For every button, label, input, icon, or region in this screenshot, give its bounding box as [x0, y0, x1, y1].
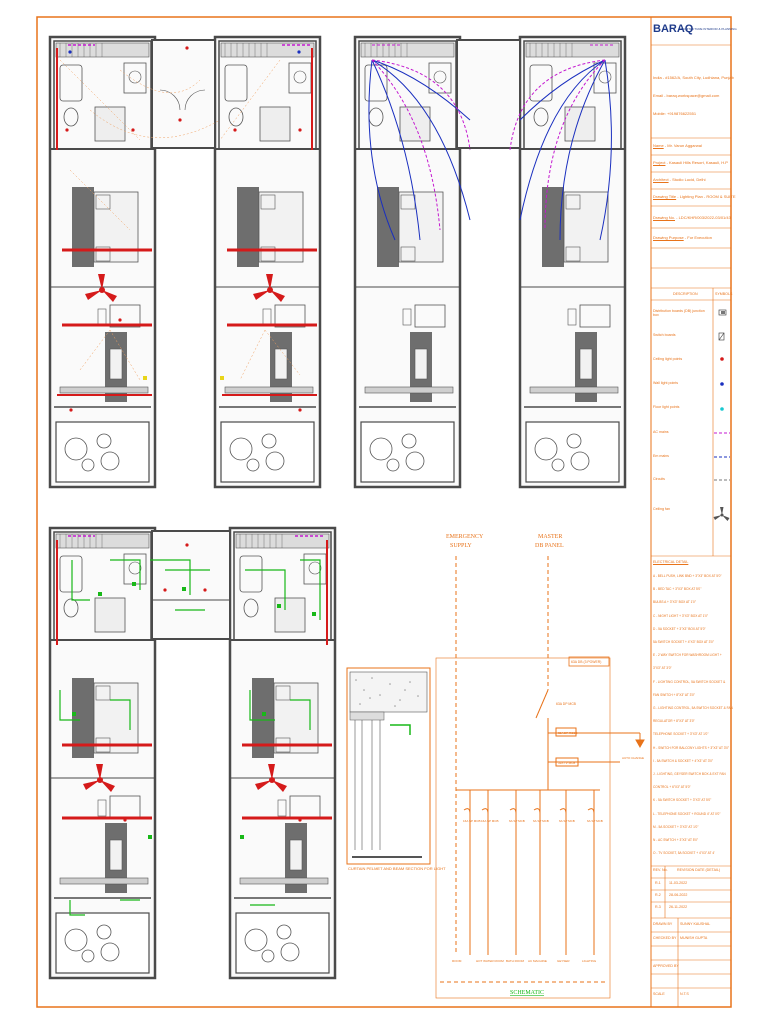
electrical-detail-item: M - 5A SOCKET + 3"X3" AT 1'0"	[653, 824, 699, 829]
electrical-detail-item: B - BED TAC + 3"X3" BOX AT 5'0"	[653, 587, 702, 592]
electrical-detail-item: E - 2 WAY SWITCH FOR WASHROOM LIGHT +	[653, 653, 722, 658]
electrical-detail-item: D - 5A SOCKET + 3"X3" BOX AT 5'0"	[653, 626, 706, 631]
drawn-by-label: DRAWN BY	[653, 922, 673, 926]
electrical-detail-item: N - AC SWITCH + 3"X3" AT 5'0"	[653, 838, 699, 842]
outlet-5: LIGHTING	[582, 959, 597, 963]
revision-date-header: REVISION DATE (DETAIL)	[677, 868, 721, 872]
legend-item-4: Floor light points	[653, 405, 680, 409]
rev-date-0: 11-03-2022	[669, 881, 688, 885]
drawn-by-value: SUNNY KAUSHAL	[680, 922, 711, 926]
emergency-supply-label-2: SUPPLY	[450, 543, 472, 549]
scale-value: N.T.S	[680, 992, 689, 996]
outlet-2: BATH ROOM	[506, 959, 524, 963]
legend-symbol-header: SYMBOLS	[715, 292, 733, 296]
electrical-detail-item: BULBS A + 3"X3" BOX AT 1'0"	[653, 600, 696, 605]
section-caption: CURTAIN PELMET AND BEAM SECTION FOR LIGH…	[348, 866, 446, 871]
electrical-detail-item: C - NIGHT LIGHT + 3"X3" BOX AT 1'0"	[653, 613, 709, 618]
feeder-label: 32A TP MCB	[558, 761, 575, 765]
title-block: BARAQ ARCHITECTURE INTERIOR & PLANNING I…	[651, 17, 737, 1007]
scale-label: SCALE	[653, 992, 665, 996]
circuit-1: 16A SP MCB	[481, 819, 498, 823]
electrical-detail-item: REGULATOR + 8"X3" AT 3'0"	[653, 719, 695, 724]
outlet-1: HOT WATER ROOM	[476, 959, 504, 963]
legend-item-0: Distribution boards (DB) junction box	[653, 309, 705, 317]
legend-symbols	[713, 309, 730, 521]
electrical-detail-item: FAN SWITCH + 8"X3" AT 3'0"	[653, 692, 695, 697]
address: India - #1562/A, South City, Ludhiana, P…	[653, 75, 734, 80]
outlet-3: AC MACHINE	[528, 959, 547, 963]
circuit-5: 6A SP MCB	[587, 819, 603, 823]
db-label: 63A DB (3 POWER)	[571, 660, 601, 664]
mobile: Mobile: +919876622551	[653, 111, 697, 116]
curtain-section	[346, 667, 431, 865]
plan-bottom-left	[48, 526, 337, 980]
email: Email - baraq.workspace@gmail.com	[653, 93, 720, 98]
legend-item-6: Em mains	[653, 454, 669, 458]
electrical-detail-item: CONTROL + 6"X3" AT 5'0"	[653, 785, 691, 790]
electrical-detail-item: 5A SWITCH SOCKET + 4"X3" BOX AT 3'0"	[653, 640, 714, 644]
electrical-detail-item: J - LIGHTING, GEYSER SWITCH BOX & EXT FA…	[653, 772, 726, 776]
legend-item-7: Circuits	[653, 477, 665, 481]
master-db-label-2: DB PANEL	[535, 543, 564, 549]
rev-no-0: R-1	[655, 881, 661, 885]
electrical-detail-item: G - LIGHTING CONTROL, 5A SWITCH SOCKET &…	[653, 706, 733, 710]
electrical-detail-item: K - 5A SWITCH SOCKET + 3"X3" AT 5'0"	[653, 798, 712, 803]
checked-by-value: MUNISH GUPTA	[680, 936, 708, 940]
brand-tagline: ARCHITECTURE INTERIOR & PLANNING	[679, 27, 737, 31]
field-name: Name - Mr. Varun Aggarwal	[653, 143, 702, 148]
circuit-3: 6A SP MCB	[533, 819, 549, 823]
legend-item-1: Switch boards	[653, 333, 676, 337]
rev-date-2: 26-11-2022	[669, 905, 688, 909]
field-project: Project - Kasauli Hills Resort, Kasauli,…	[653, 160, 728, 165]
circuit-4: 6A SP MCB	[559, 819, 575, 823]
legend-item-2: Ceiling light points	[653, 357, 683, 361]
rev-date-1: 28-06-2022	[669, 893, 688, 897]
electrical-detail-item: TELEPHONE SOCKET + 3"X3" AT 1'0"	[653, 732, 709, 737]
legend-item-5: AC mains	[653, 430, 669, 434]
revision-no-header: REV. No.	[653, 868, 668, 872]
schematic-diagram	[435, 556, 645, 999]
electrical-detail-item: A - BELL PUSH, LINK BND + 3"X3" BOX AT 5…	[653, 574, 722, 578]
electrical-detail-item: I - 5A SWITCH & SOCKET + 4"X3" AT 3'0"	[653, 758, 714, 763]
electrical-detail-item: L - TELEPHONE SOCKET + ROUND 4" AT 0'0"	[653, 811, 721, 816]
master-db-label: MASTER	[538, 534, 562, 540]
auto-change-label: AUTO CHANGE	[622, 756, 644, 760]
field-architect: Architect - Studio Lucid, Delhi	[653, 177, 706, 182]
circuit-2: 6A SP MCB	[509, 819, 525, 823]
field-drawing-no: Drawing No. - LDC/KHR/003/2022-03/01/43	[653, 215, 731, 220]
rev-no-1: R-2	[655, 893, 661, 897]
field-drawing-title: Drawing Title - Lighting Plan - ROOM & S…	[653, 194, 736, 199]
em-rcd-label: 32A DP RCCB	[558, 731, 577, 735]
approved-by-label: APPROVED BY	[653, 964, 679, 968]
legend-item-8: Ceiling fan	[653, 507, 670, 511]
checked-by-label: CHECKED BY	[653, 936, 677, 940]
outlet-0: ROOM	[452, 959, 462, 963]
electrical-detail-item: O - TV SOCKET, 5A SOCKET + 4"X3" AT 4'	[653, 851, 715, 856]
legend-desc-header: DESCRIPTION	[673, 292, 698, 296]
brand-logo: BARAQ	[653, 23, 694, 35]
rev-no-2: R-3	[655, 905, 661, 909]
plan-top-right	[353, 35, 627, 489]
main-breaker-label: 63A DP MCB	[556, 702, 577, 706]
outlet-4: GEYSER	[557, 959, 570, 963]
emergency-supply-label: EMERGENCY	[446, 534, 484, 540]
electrical-detail-item: F - LIGHTING CONTROL, 5A SWITCH SOCKET &	[653, 679, 726, 684]
electrical-detail-title: ELECTRICAL DETAIL	[653, 560, 689, 564]
electrical-detail-item: H - SWITCH FOR BALCONY LIGHTS + 3"X3" AT…	[653, 745, 730, 750]
electrical-detail-item: 3"X3" AT 3'0"	[653, 666, 672, 671]
schematic-title: SCHEMATIC	[510, 990, 544, 996]
legend-item-3: Wall light points	[653, 381, 679, 385]
circuit-0: 16A SP MCB	[463, 819, 480, 823]
field-drawing-purpose: Drawing Purpose - For Execution	[653, 235, 712, 240]
plan-top-left	[48, 35, 322, 489]
